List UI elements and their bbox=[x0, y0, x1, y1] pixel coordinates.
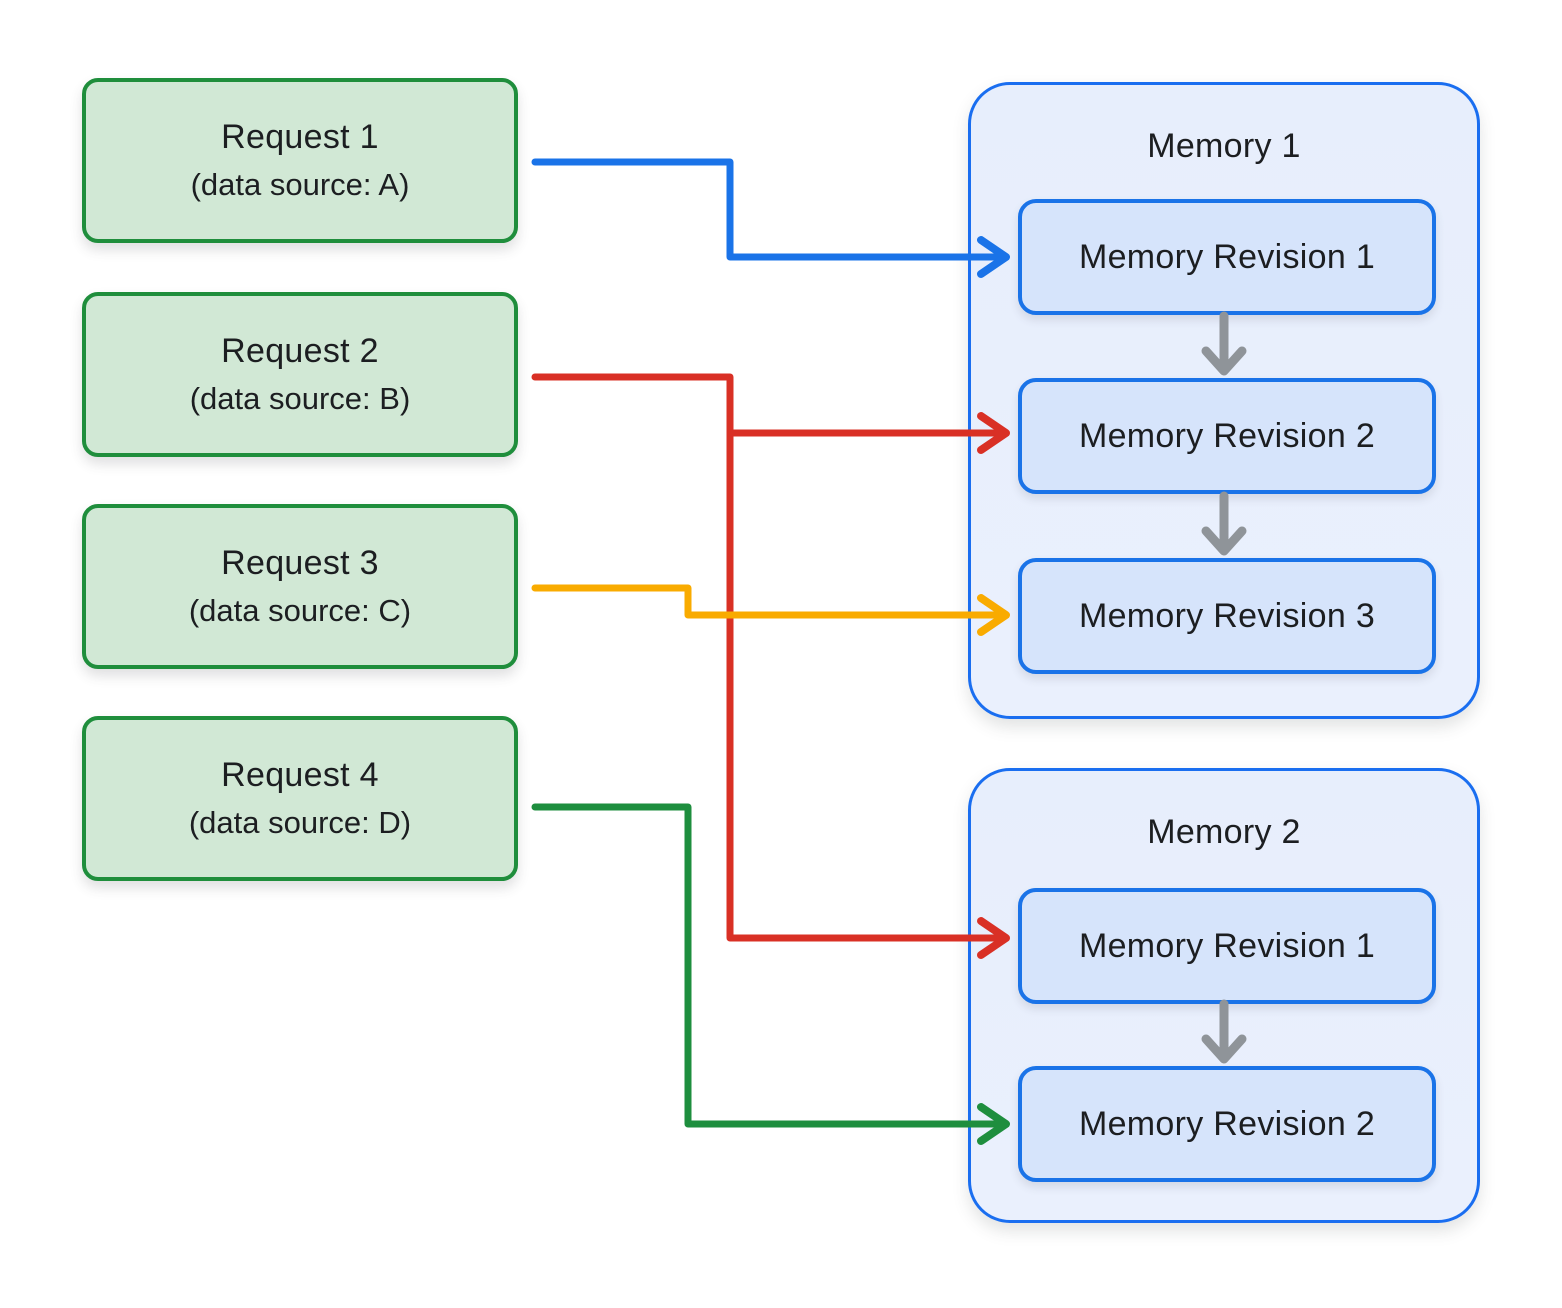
memory-2-revision-1-box: Memory Revision 1 bbox=[1018, 888, 1436, 1004]
memory-1-revision-2-box: Memory Revision 2 bbox=[1018, 378, 1436, 494]
memory-1-title: Memory 1 bbox=[1147, 127, 1301, 165]
memory-2-revision-2-box: Memory Revision 2 bbox=[1018, 1066, 1436, 1182]
arrow-request1-to-m1r1 bbox=[531, 158, 1010, 278]
request-title: Request 4 bbox=[221, 756, 379, 794]
request-data-source: (data source: D) bbox=[188, 805, 412, 840]
request-1-box: Request 1 (data source: A) bbox=[82, 78, 518, 243]
arrow-request3-to-m1r3 bbox=[531, 584, 1010, 636]
request-title: Request 3 bbox=[221, 544, 379, 582]
request-data-source: (data source: A) bbox=[190, 167, 410, 202]
request-data-source: (data source: B) bbox=[189, 381, 411, 416]
arrow-request2-to-m1r2-and-m2r1 bbox=[531, 373, 1010, 959]
memory-2-title: Memory 2 bbox=[1147, 813, 1301, 851]
memory-1-revision-3-box: Memory Revision 3 bbox=[1018, 558, 1436, 674]
request-title: Request 2 bbox=[221, 332, 379, 370]
memory-2-container: Memory 2 Memory Revision 1 Memory Revisi… bbox=[968, 768, 1480, 1223]
request-title: Request 1 bbox=[221, 118, 379, 156]
memory-1-revision-1-box: Memory Revision 1 bbox=[1018, 199, 1436, 315]
request-4-box: Request 4 (data source: D) bbox=[82, 716, 518, 881]
request-data-source: (data source: C) bbox=[188, 593, 412, 628]
arrow-request4-to-m2r2 bbox=[531, 803, 1010, 1145]
memory-1-container: Memory 1 Memory Revision 1 Memory Revisi… bbox=[968, 82, 1480, 719]
request-3-box: Request 3 (data source: C) bbox=[82, 504, 518, 669]
request-2-box: Request 2 (data source: B) bbox=[82, 292, 518, 457]
